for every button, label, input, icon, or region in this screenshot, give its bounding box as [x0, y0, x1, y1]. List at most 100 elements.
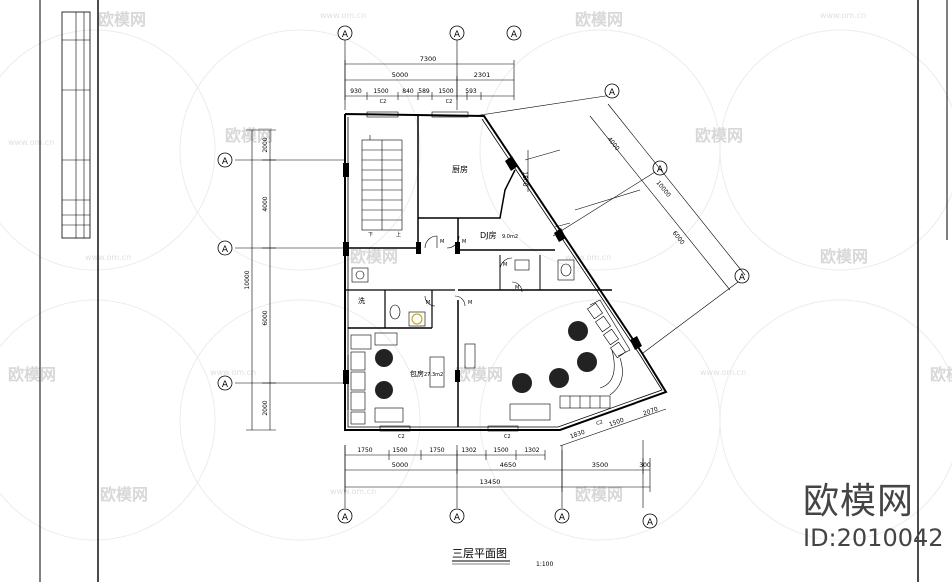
top-dimensions: [344, 60, 515, 100]
svg-text:A: A: [222, 380, 229, 390]
svg-text:A: A: [222, 157, 229, 167]
svg-text:C2: C2: [504, 434, 511, 440]
diagonal-dimensions: 1830 1500 2070 C2: [559, 406, 667, 447]
svg-text:A: A: [739, 273, 746, 283]
svg-text:1302: 1302: [524, 447, 539, 454]
svg-text:5000: 5000: [392, 71, 409, 79]
axis-bubble: A: [554, 508, 570, 524]
furniture: [350, 259, 575, 425]
svg-text:2301: 2301: [474, 71, 491, 79]
axis-bubble: A: [337, 25, 353, 41]
brand-logo-text: 欧模网: [803, 481, 915, 522]
stair-up-label: 上: [396, 231, 401, 238]
svg-text:M: M: [462, 239, 466, 245]
left-dimensions: [246, 129, 276, 431]
svg-text:C2: C2: [596, 419, 604, 427]
drawing-scale: 1:100: [536, 561, 553, 568]
bottom-dimensions: [344, 445, 651, 492]
watermark-brand: 欧模网: [575, 485, 623, 504]
right-dimension-labels: 4000 10000 6000 1500: [521, 136, 686, 246]
brand-id: ID:2010042: [803, 524, 944, 552]
watermark-site: www.om.cn: [820, 11, 866, 20]
drawing-title-text: 三层平面图: [452, 547, 507, 560]
curved-sofa: [559, 299, 631, 409]
svg-text:589: 589: [418, 88, 430, 95]
top-dimension-labels: 7300 5000 2301 930 1500 840 589 1500 593…: [350, 55, 490, 105]
svg-text:M: M: [440, 239, 444, 245]
svg-text:1302: 1302: [461, 447, 476, 454]
svg-text:A: A: [222, 245, 229, 255]
svg-text:1500: 1500: [373, 88, 388, 95]
svg-text:M: M: [515, 285, 519, 291]
drawing-frame: [39, 0, 948, 582]
left-dimension-labels: 2000 4000 10000 6000 2000: [244, 137, 269, 415]
building-walls: [344, 113, 668, 431]
svg-text:A: A: [511, 30, 518, 40]
watermark-brand: 欧模网: [820, 247, 868, 266]
svg-text:3500: 3500: [592, 461, 609, 469]
svg-text:6000: 6000: [262, 310, 269, 325]
svg-text:1500: 1500: [392, 447, 407, 454]
axis-bubble: A: [642, 513, 658, 529]
svg-text:A: A: [647, 518, 654, 528]
axis-bubble: A: [604, 83, 620, 99]
watermark-circles: [0, 29, 952, 541]
svg-text:A: A: [454, 513, 461, 523]
svg-text:A: A: [342, 30, 349, 40]
watermark-brand: 欧模网: [455, 365, 503, 384]
svg-text:4650: 4650: [500, 461, 517, 469]
svg-text:M: M: [468, 300, 472, 306]
watermark-site: www.om.cn: [330, 487, 376, 496]
watermarks: 欧模网 www.om.cn 欧模网 www.om.cn www.om.cn 欧模…: [8, 10, 952, 504]
doors: [424, 235, 523, 307]
watermark-brand: 欧模网: [8, 365, 56, 384]
room-dj-area: 9.0m2: [502, 234, 518, 240]
axis-bubbles: A A A A A A A A A A A A A: [217, 25, 750, 529]
watermark-brand: 欧模网: [100, 485, 148, 504]
room-wash-label: 洗: [358, 296, 365, 305]
round-stools: [375, 313, 597, 399]
svg-text:A: A: [657, 165, 664, 175]
svg-text:1750: 1750: [429, 447, 444, 454]
columns: [343, 156, 642, 384]
svg-text:M: M: [426, 300, 430, 306]
watermark-brand: 欧模网: [350, 247, 398, 266]
svg-text:C2: C2: [380, 99, 387, 105]
svg-text:A: A: [609, 88, 616, 98]
watermark-brand: 欧模网: [695, 126, 743, 145]
room-private-label: 包房: [410, 369, 424, 378]
room-labels: 厨房 DJ房 9.0m2 洗 包房 27.3m2 M M M M M M C2 …: [358, 164, 519, 440]
room-dj-label: DJ房: [480, 230, 497, 240]
svg-text:2000: 2000: [262, 400, 269, 415]
svg-text:840: 840: [402, 88, 414, 95]
svg-text:2000: 2000: [262, 137, 269, 152]
svg-text:1830: 1830: [569, 429, 586, 441]
svg-text:A: A: [342, 513, 349, 523]
svg-text:4000: 4000: [262, 196, 269, 211]
svg-text:10000: 10000: [244, 270, 251, 289]
watermark-site: www.om.cn: [8, 138, 54, 147]
axis-bubble: A: [217, 240, 233, 256]
windows: [366, 111, 519, 432]
axis-bubble: A: [217, 375, 233, 391]
svg-text:M: M: [503, 262, 507, 268]
svg-text:1500: 1500: [493, 447, 508, 454]
axis-bubble: A: [734, 268, 750, 284]
svg-text:4000: 4000: [606, 136, 621, 152]
svg-text:C2: C2: [446, 99, 453, 105]
svg-text:A: A: [559, 513, 566, 523]
svg-text:930: 930: [350, 88, 362, 95]
svg-text:1500: 1500: [608, 417, 625, 429]
watermark-site: www.om.cn: [565, 253, 611, 262]
watermark-site: www.om.cn: [85, 253, 131, 262]
watermark-brand: 欧模网: [930, 365, 952, 384]
watermark-site: www.om.cn: [210, 368, 256, 377]
axis-bubble: A: [217, 152, 233, 168]
svg-text:1750: 1750: [357, 447, 372, 454]
svg-text:C2: C2: [398, 434, 405, 440]
axis-bubble: A: [506, 25, 522, 41]
bottom-dimension-labels: 1750 1500 1750 1302 1500 1302 5000 4650 …: [357, 447, 651, 486]
svg-text:10000: 10000: [654, 179, 672, 198]
room-private-area: 27.3m2: [424, 372, 443, 378]
